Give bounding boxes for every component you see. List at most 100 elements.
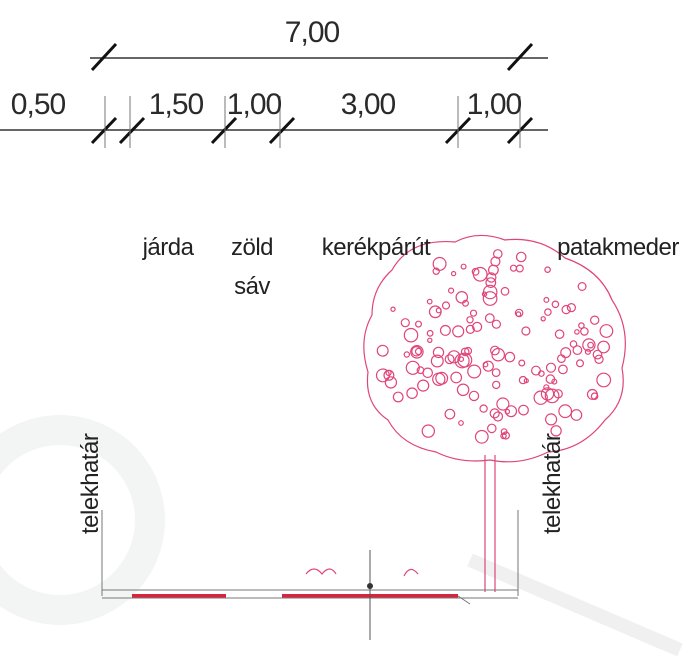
canopy-leaf-mark [544,413,558,426]
canopy-leaf-mark [554,329,565,339]
canopy-leaf-mark [533,390,548,405]
canopy-leaf-mark [580,327,589,336]
canopy-leaf-mark [482,291,498,306]
canopy-leaf-mark [514,308,524,318]
canopy-leaf-mark [584,348,592,355]
canopy-leaf-mark [472,321,483,332]
canopy-leaf-mark [468,390,480,402]
canopy-leaf-mark [482,361,489,368]
canopy-leaf-mark [432,256,447,271]
canopy-leaf-mark [509,264,518,272]
canopy-leaf-mark [406,387,418,399]
canopy-leaf-mark [518,404,529,416]
canopy-leaf-mark [469,309,478,317]
canopy-leaf-mark [466,316,474,324]
axis-marker [367,583,373,589]
dimension-stream-bed: 1,00 [467,88,522,121]
label-sidewalk: járda [142,234,195,261]
canopy-leaf-mark [481,291,488,297]
canopy-leaf-mark [432,372,446,386]
canopy-leaf-mark [492,411,504,422]
canopy-leaf-mark [465,324,475,334]
canopy-leaf-mark [492,380,501,390]
canopy-leaf-mark [390,306,396,312]
canopy-leaf-mark [467,364,482,379]
canopy-leaf-mark [385,369,392,376]
canopy-leaf-mark [592,349,603,360]
segment-dimensions: 0,50 1,50 1,00 3,00 1,00 [0,88,548,148]
canopy-leaf-mark [561,304,571,315]
canopy-leaf-mark [450,371,463,384]
tree [363,234,626,592]
canopy-leaf-mark [582,338,596,352]
label-green-strip-line1: zöld [231,234,273,261]
canopy-leaf-mark [596,372,612,388]
canopy-leaf-mark [590,315,600,325]
canopy-leaf-mark [544,308,552,316]
canopy-leaf-mark [441,301,451,310]
canopy-leaf-mark [492,249,503,259]
canopy-leaf-mark [521,326,531,336]
canopy-leaf-mark [455,290,469,304]
dimension-green-strip: 1,00 [227,88,282,121]
canopy-leaf-mark [485,277,497,289]
canopy-leaf-mark [400,318,410,328]
canopy-leaf-mark [490,345,500,356]
canopy-leaf-mark [551,378,558,385]
canopy-leaf-mark [540,316,546,322]
canopy-leaf-mark [484,313,495,324]
canopy-leaf-mark [417,379,430,392]
canopy-leaf-mark [544,266,551,274]
dimension-bike-path: 3,00 [341,88,396,121]
canopy-leaf-mark [415,320,423,328]
canopy-leaf-mark [504,408,511,415]
canopy-leaf-mark [491,368,501,378]
canopy-leaf-mark [474,429,489,444]
overall-dimension: 7,00 [90,16,548,72]
canopy-leaf-mark [577,282,587,292]
canopy-leaf-mark [376,344,389,357]
canopy-leaf-mark [450,270,457,277]
canopy-leaf-mark [558,404,573,419]
canopy-leaf-mark [575,359,584,368]
canopy-leaf-mark [496,397,510,411]
canopy-leaf-mark [410,344,424,359]
canopy-leaf-mark [558,364,568,375]
tree-canopy [363,234,626,463]
canopy-leaf-mark [422,367,433,379]
label-green-strip-line2: sáv [234,273,270,300]
canopy-leaf-mark [515,251,527,263]
canopy-leaf-mark [594,354,604,364]
canopy-leaf-mark [500,286,510,296]
canopy-leaf-mark [444,408,456,420]
canopy-leaf-mark [518,375,528,385]
label-property-line-right: telekhatár [539,433,566,534]
canopy-leaf-mark [439,324,451,336]
section-labels: járda zöld sáv kerékpárút patakmeder [142,234,680,300]
canopy-leaf-mark [460,263,467,270]
canopy-leaf-mark [426,329,434,337]
canopy-leaf-mark [551,300,560,309]
canopy-leaf-mark [432,346,445,359]
canopy-leaf-mark [435,307,442,314]
canopy-leaf-mark [472,266,488,282]
background-watermark [0,415,683,657]
canopy-leaf-mark [460,347,470,357]
canopy-leaf-mark [550,425,562,437]
canopy-leaf-mark [426,298,433,305]
canopy-leaf-mark [599,324,614,338]
canopy-leaf-mark [479,404,488,413]
label-stream-bed: patakmeder [557,234,679,261]
canopy-leaf-mark [587,341,594,349]
canopy-leaf-mark [590,392,599,401]
canopy-leaf-mark [405,360,420,375]
canopy-leaf-mark [491,319,501,329]
canopy-leaf-mark [543,296,550,303]
canopy-leaf-mark [515,264,524,273]
canopy-leaf-mark [447,350,461,364]
canopy-leaf-mark [518,359,526,367]
canopy-leaf-mark [458,420,464,426]
canopy-leaf-mark [543,384,550,391]
canopy-leaf-mark [392,391,404,403]
